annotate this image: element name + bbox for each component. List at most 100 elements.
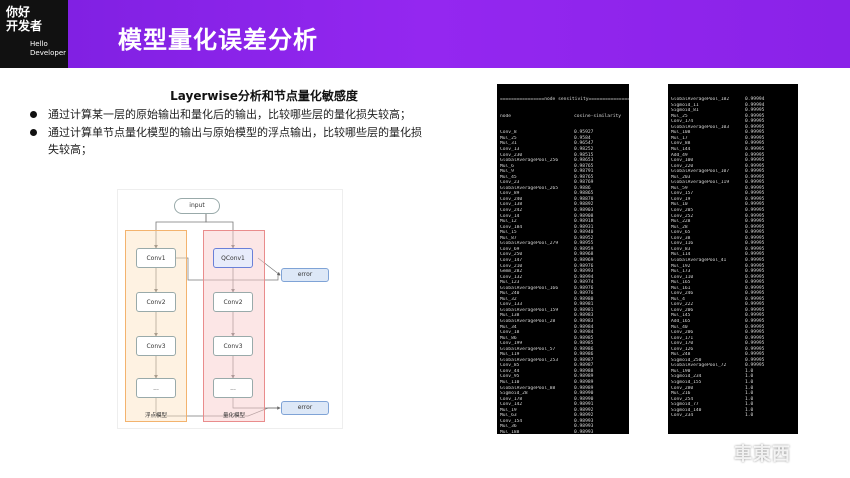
terminal-row: Mul_9 0.98791 [500, 169, 626, 175]
similarity-value: 1.0 [745, 407, 754, 413]
node-name: Mul_59 [671, 185, 688, 191]
similarity-value: 0.98981 [574, 302, 594, 308]
similarity-value: 0.99995 [745, 213, 765, 219]
node-name: Sigmoid_81 [671, 108, 699, 114]
similarity-value: 0.98984 [574, 324, 594, 330]
quantization-diagram: input Conv1 Conv2 Conv3 ... QConv1 Conv2… [117, 189, 343, 429]
node-name: Conv_220 [671, 163, 694, 169]
node-name: Conv_19 [671, 196, 691, 202]
node-name: Conv_230 [500, 152, 523, 158]
node-name: Sigmoid_77 [671, 402, 699, 408]
node-name: Conv_178 [500, 396, 523, 402]
node-name: Mul_15 [500, 230, 517, 236]
similarity-value: 0.99995 [745, 307, 765, 313]
node-name: Mul_12 [500, 219, 517, 225]
similarity-value: 0.99994 [745, 102, 765, 108]
similarity-value: 1.0 [745, 413, 754, 419]
node-name: Conv_240 [500, 196, 523, 202]
node-name: GlobalAveragePool_107 [671, 169, 730, 175]
similarity-value: 0.98989 [574, 379, 594, 385]
similarity-value: 0.99995 [745, 141, 765, 147]
bullet-list: 通过计算某一层的原始输出和量化后的输出，比较哪些层的量化损失较高； 通过计算单节… [30, 106, 425, 159]
similarity-value: 0.98653 [574, 158, 594, 164]
node-name: Mul_40 [671, 324, 688, 330]
similarity-value: 0.99995 [745, 318, 765, 324]
node-name: Mul_87 [500, 235, 517, 241]
node-name: Conv_8 [500, 130, 517, 136]
node-name: Mul_161 [671, 285, 691, 291]
node-name: GlobalAveragePool_103 [671, 124, 730, 130]
node-name: Mul_228 [671, 219, 691, 225]
similarity-value: 0.99995 [745, 113, 765, 119]
node-name: Mul_114 [671, 252, 691, 258]
node-name: Conv_280 [671, 385, 694, 391]
similarity-value: 0.99995 [745, 224, 765, 230]
similarity-value: 0.9584 [574, 135, 591, 141]
node-name: Conv_206 [671, 330, 694, 336]
node-name: Mul_9 [500, 169, 514, 175]
similarity-value: 0.99995 [745, 269, 765, 275]
similarity-value: 0.98515 [574, 152, 594, 158]
similarity-value: 0.98993 [574, 424, 594, 430]
similarity-value: 0.99995 [745, 274, 765, 280]
node-name: Conv_83 [671, 246, 691, 252]
node-name: Conv_170 [671, 341, 694, 347]
similarity-value: 0.98791 [574, 169, 594, 175]
terminal-row: Conv_174 0.99995 [671, 119, 795, 125]
node-name: Add_49 [671, 152, 688, 158]
node-name: Mul_36 [500, 424, 517, 430]
similarity-value: 0.99995 [745, 119, 765, 125]
similarity-value: 1.0 [745, 374, 754, 380]
similarity-value: 0.98865 [574, 191, 594, 197]
node-name: GlobalAveragePool_57 [500, 346, 556, 352]
node-name: Conv_138 [500, 202, 523, 208]
similarity-value: 0.99995 [745, 219, 765, 225]
bullet-item: 通过计算某一层的原始输出和量化后的输出，比较哪些层的量化损失较高； [30, 106, 425, 123]
input-node: input [174, 198, 220, 214]
node-name: Conv_100 [671, 158, 694, 164]
similarity-value: 0.99995 [745, 241, 765, 247]
node-name: Conv_174 [671, 119, 694, 125]
similarity-value: 0.98989 [574, 385, 594, 391]
logo-line2: 开发者 [6, 19, 43, 33]
node-name: Mul_10 [671, 202, 688, 208]
similarity-value: 0.98955 [574, 241, 594, 247]
conv2-node: Conv2 [136, 292, 176, 312]
qconv1-node: QConv1 [213, 248, 253, 268]
error-node-1: error [281, 268, 329, 282]
node-name: Mul_173 [671, 269, 691, 275]
similarity-value: 0.99995 [745, 208, 765, 214]
node-name: Conv_110 [671, 274, 694, 280]
